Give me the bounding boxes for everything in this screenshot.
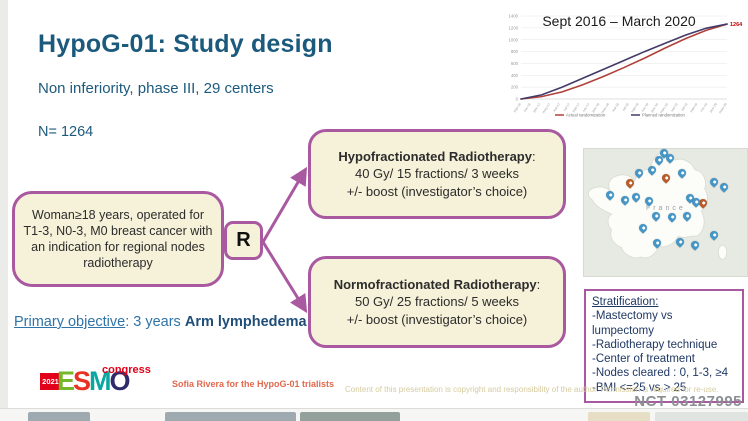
stratification-list: -Mastectomy vs lumpectomy-Radiotherapy t…	[592, 309, 736, 395]
stratification-item: -BMI <=25 vs > 25	[592, 381, 687, 394]
arm-normofractionated-dose: 50 Gy/ 25 fractions/ 5 weeks	[354, 294, 520, 310]
svg-text:0: 0	[516, 97, 519, 102]
svg-text:janv-18: janv-18	[590, 102, 600, 114]
primary-endpoint: Arm lymphedema	[184, 314, 307, 330]
stratification-item: -Nodes cleared : 0, 1-3, ≥4	[592, 367, 729, 380]
svg-text:400: 400	[511, 73, 519, 78]
svg-text:800: 800	[511, 49, 519, 54]
stratification-item: -Mastectomy vs lumpectomy	[592, 310, 673, 337]
page-title: HypoG-01: Study design	[38, 30, 333, 58]
esmo-congress-label: congress	[102, 364, 151, 376]
eligibility-text: Woman≥18 years, operated for T1-3, N0-3,…	[23, 207, 213, 271]
chart-legend-entry: Planned randomization	[642, 113, 686, 118]
svg-text:juil-18: juil-18	[621, 102, 630, 112]
primary-objective: Primary objective: 3 years Arm lymphedem…	[14, 314, 307, 330]
copyright-notice: Content of this presentation is copyrigh…	[345, 385, 719, 394]
filmstrip-thumb	[28, 412, 90, 421]
france-map-shape	[588, 152, 728, 260]
svg-text:mai-18: mai-18	[611, 102, 620, 112]
svg-text:mai-17: mai-17	[552, 102, 561, 112]
eligibility-box: Woman≥18 years, operated for T1-3, N0-3,…	[12, 191, 224, 287]
chart-series	[520, 23, 728, 100]
svg-text:600: 600	[511, 61, 519, 66]
randomization-label: R	[236, 229, 251, 251]
svg-text:sept-19: sept-19	[689, 102, 699, 113]
svg-text:janv-19: janv-19	[649, 102, 659, 114]
svg-text:sept-16: sept-16	[512, 102, 522, 113]
author-credit: Sofia Rivera for the HypoG-01 trialists	[172, 379, 335, 389]
filmstrip	[0, 408, 748, 421]
svg-text:janv-20: janv-20	[708, 102, 718, 114]
svg-text:nov-16: nov-16	[523, 102, 532, 112]
svg-text:200: 200	[511, 85, 519, 90]
esmo-year-badge: 2021	[40, 373, 61, 390]
stratification-title: Stratification:	[592, 296, 659, 308]
randomization-arrows	[261, 166, 308, 314]
nct-number: NCT 03127995	[634, 393, 742, 410]
slide-subtitle: Non inferiority, phase III, 29 centers	[38, 80, 274, 97]
svg-text:nov-19: nov-19	[699, 102, 708, 112]
svg-text:sept-18: sept-18	[630, 102, 640, 113]
arm-hypofractionated-boost: +/- boost (investigator’s choice)	[346, 183, 528, 199]
svg-text:1000: 1000	[508, 37, 518, 42]
svg-text:mars-18: mars-18	[600, 102, 610, 114]
svg-text:mai-19: mai-19	[670, 102, 679, 112]
svg-text:janv-17: janv-17	[532, 102, 542, 114]
filmstrip-thumb	[300, 412, 400, 421]
esmo-congress-logo: 2021 ESMO congress	[40, 364, 151, 402]
randomization-box: R	[224, 221, 263, 260]
sample-size-label: N= 1264	[38, 124, 94, 140]
filmstrip-thumb	[655, 412, 748, 421]
svg-text:mars-17: mars-17	[541, 102, 551, 114]
arm-normofractionated-box: Normofractionated Radiotherapy: 50 Gy/ 2…	[308, 256, 566, 348]
arm-hypofractionated-box: Hypofractionated Radiotherapy: 40 Gy/ 15…	[308, 129, 566, 219]
arm-hypofractionated-title: Hypofractionated Radiotherapy:	[338, 148, 536, 164]
svg-text:mars-19: mars-19	[659, 102, 669, 114]
svg-text:1200: 1200	[508, 25, 518, 30]
svg-text:1400: 1400	[508, 14, 518, 19]
svg-text:sept-17: sept-17	[571, 102, 581, 113]
chart-title: Sept 2016 – March 2020	[542, 13, 696, 29]
stratification-item: -Center of treatment	[592, 353, 695, 365]
slide-left-margin	[0, 0, 8, 421]
chart-end-label: 1264	[730, 22, 743, 28]
map-country-label: France	[645, 204, 686, 212]
svg-text:nov-18: nov-18	[640, 102, 649, 112]
svg-text:nov-17: nov-17	[582, 102, 591, 112]
svg-text:mars-20: mars-20	[718, 102, 728, 114]
esmo-wordmark: ESMO	[57, 366, 131, 396]
france-map: France	[583, 146, 748, 277]
svg-text:juil-17: juil-17	[562, 102, 571, 112]
filmstrip-thumb	[588, 412, 650, 421]
stratification-item: -Radiotherapy technique	[592, 338, 718, 351]
chart-series	[520, 23, 728, 100]
svg-text:juil-19: juil-19	[680, 102, 689, 112]
stratification-box: Stratification: -Mastectomy vs lumpectom…	[584, 289, 744, 403]
filmstrip-thumb	[165, 412, 296, 421]
arm-hypofractionated-dose: 40 Gy/ 15 fractions/ 3 weeks	[354, 166, 520, 182]
primary-objective-label: Primary objective	[14, 314, 126, 330]
chart-legend-entry: Actual randomization	[566, 113, 606, 118]
arm-normofractionated-title: Normofractionated Radiotherapy:	[333, 276, 541, 292]
arm-normofractionated-boost: +/- boost (investigator’s choice)	[346, 311, 528, 327]
